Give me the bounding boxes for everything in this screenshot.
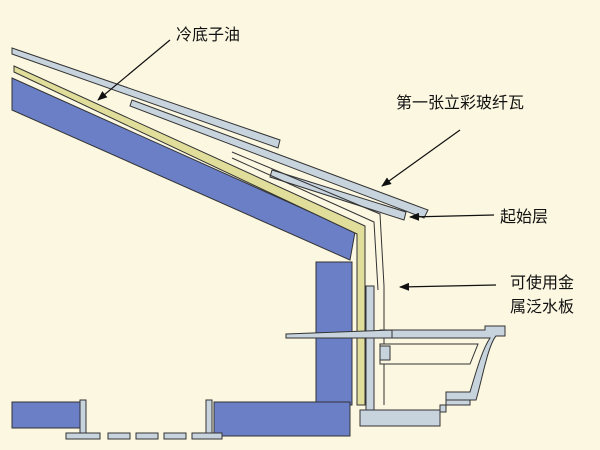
- arrow-starter-layer: [409, 212, 495, 221]
- nail: [285, 329, 393, 339]
- vent-post-left: [79, 399, 87, 437]
- vent-segment: [65, 432, 101, 440]
- shingle-middle: [129, 99, 429, 219]
- flashing-line-inner: [231, 157, 379, 291]
- soffit-left: [11, 401, 81, 429]
- underlayment-strip: [13, 65, 366, 406]
- arrow-underlayment-oil: [97, 39, 171, 101]
- soffit-board: [213, 401, 351, 437]
- gutter: [379, 325, 506, 401]
- label-underlayment-oil: 冷底子油: [176, 25, 240, 44]
- label-flashing-line2: 属泛水板: [510, 297, 574, 316]
- vent-segment: [163, 432, 187, 440]
- vent-segment: [135, 432, 159, 440]
- metal-flashing-lower: [359, 409, 441, 427]
- label-flashing-line1: 可使用金: [510, 273, 574, 292]
- vent-post-right: [205, 399, 213, 437]
- vent-segment: [107, 432, 131, 440]
- gutter-bracket: [379, 343, 479, 365]
- roof-deck: [11, 77, 356, 261]
- arrow-first-shingle: [381, 129, 461, 187]
- vent-segment: [191, 432, 223, 440]
- label-first-shingle: 第一张立彩玻纤瓦: [396, 93, 524, 112]
- shingle-top: [11, 47, 281, 149]
- gutter-inner-lip: [379, 345, 391, 361]
- arrow-metal-flashing: [399, 282, 497, 291]
- label-starter-layer: 起始层: [500, 207, 548, 226]
